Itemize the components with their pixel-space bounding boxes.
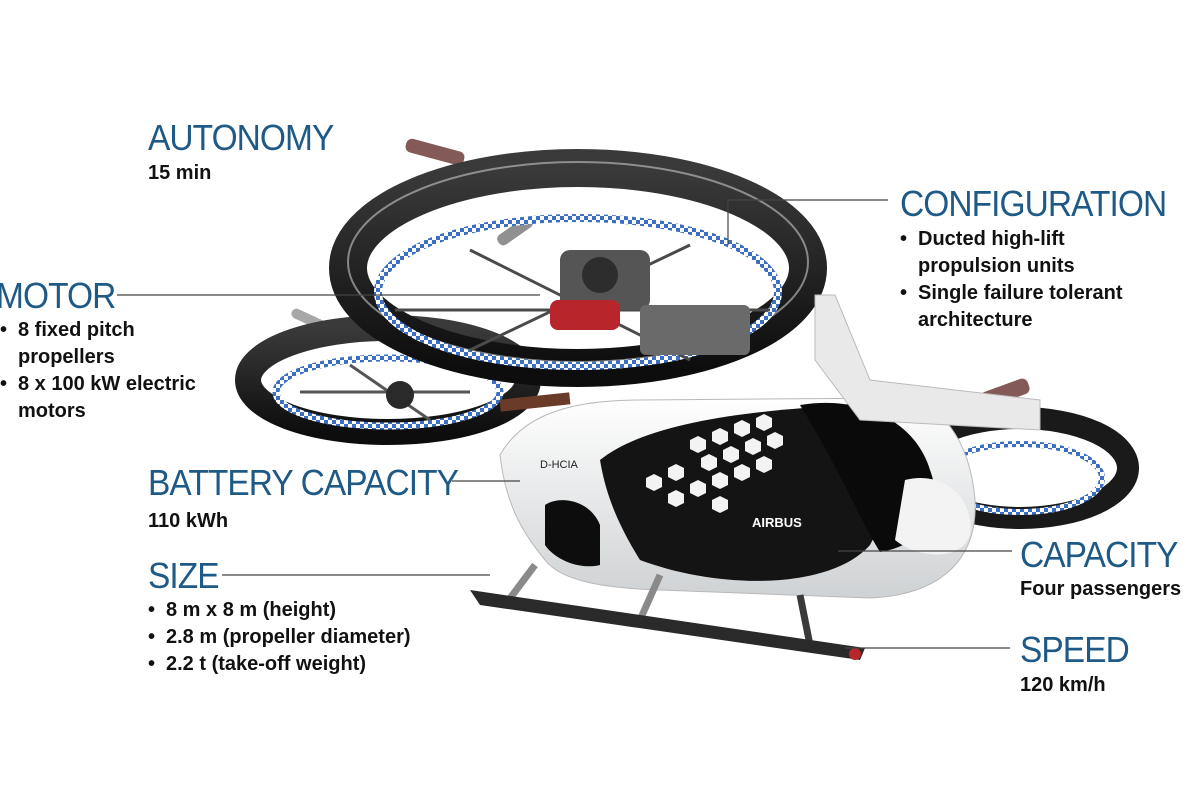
configuration-bullets: Ducted high-lift propulsion units Single… bbox=[900, 226, 1200, 334]
motor-bullets: 8 fixed pitch propellers 8 x 100 kW elec… bbox=[0, 317, 228, 425]
leader-lines bbox=[117, 199, 1012, 649]
airbus-logo: AIRBUS bbox=[752, 515, 802, 530]
hexagon-pattern bbox=[646, 414, 783, 513]
registration-text: D-HCIA bbox=[540, 459, 579, 471]
battery-heading: BATTERY CAPACITY bbox=[148, 462, 459, 503]
size-bullet-1: 8 m x 8 m (height) bbox=[148, 597, 411, 624]
speed-heading: SPEED bbox=[1020, 629, 1130, 670]
size-bullet-2: 2.8 m (propeller diameter) bbox=[148, 624, 411, 651]
configuration-leader bbox=[727, 199, 888, 245]
size-bullets: 8 m x 8 m (height) 2.8 m (propeller diam… bbox=[148, 597, 411, 678]
speed-value: 120 km/h bbox=[1020, 674, 1106, 696]
capacity-heading: CAPACITY bbox=[1020, 534, 1178, 575]
configuration-heading: CONFIGURATION bbox=[900, 183, 1167, 224]
landing-gear bbox=[470, 562, 865, 660]
battery-value: 110 kWh bbox=[148, 510, 229, 532]
size-bullet-3: 2.2 t (take-off weight) bbox=[148, 651, 411, 678]
autonomy-heading: AUTONOMY bbox=[148, 117, 334, 158]
autonomy-value: 15 min bbox=[148, 162, 212, 184]
fuselage bbox=[499, 397, 976, 599]
capacity-value: Four passengers bbox=[1020, 578, 1182, 600]
size-heading: SIZE bbox=[148, 555, 220, 596]
configuration-bullet-1: Ducted high-lift propulsion units bbox=[900, 226, 1148, 280]
motor-bullet-2: 8 x 100 kW electric motors bbox=[0, 371, 228, 425]
motor-bullet-1: 8 fixed pitch propellers bbox=[0, 317, 188, 371]
motor-heading: MOTOR bbox=[0, 275, 116, 316]
configuration-bullet-2: Single failure tolerant architecture bbox=[900, 280, 1200, 334]
motor-assembly bbox=[550, 250, 750, 355]
